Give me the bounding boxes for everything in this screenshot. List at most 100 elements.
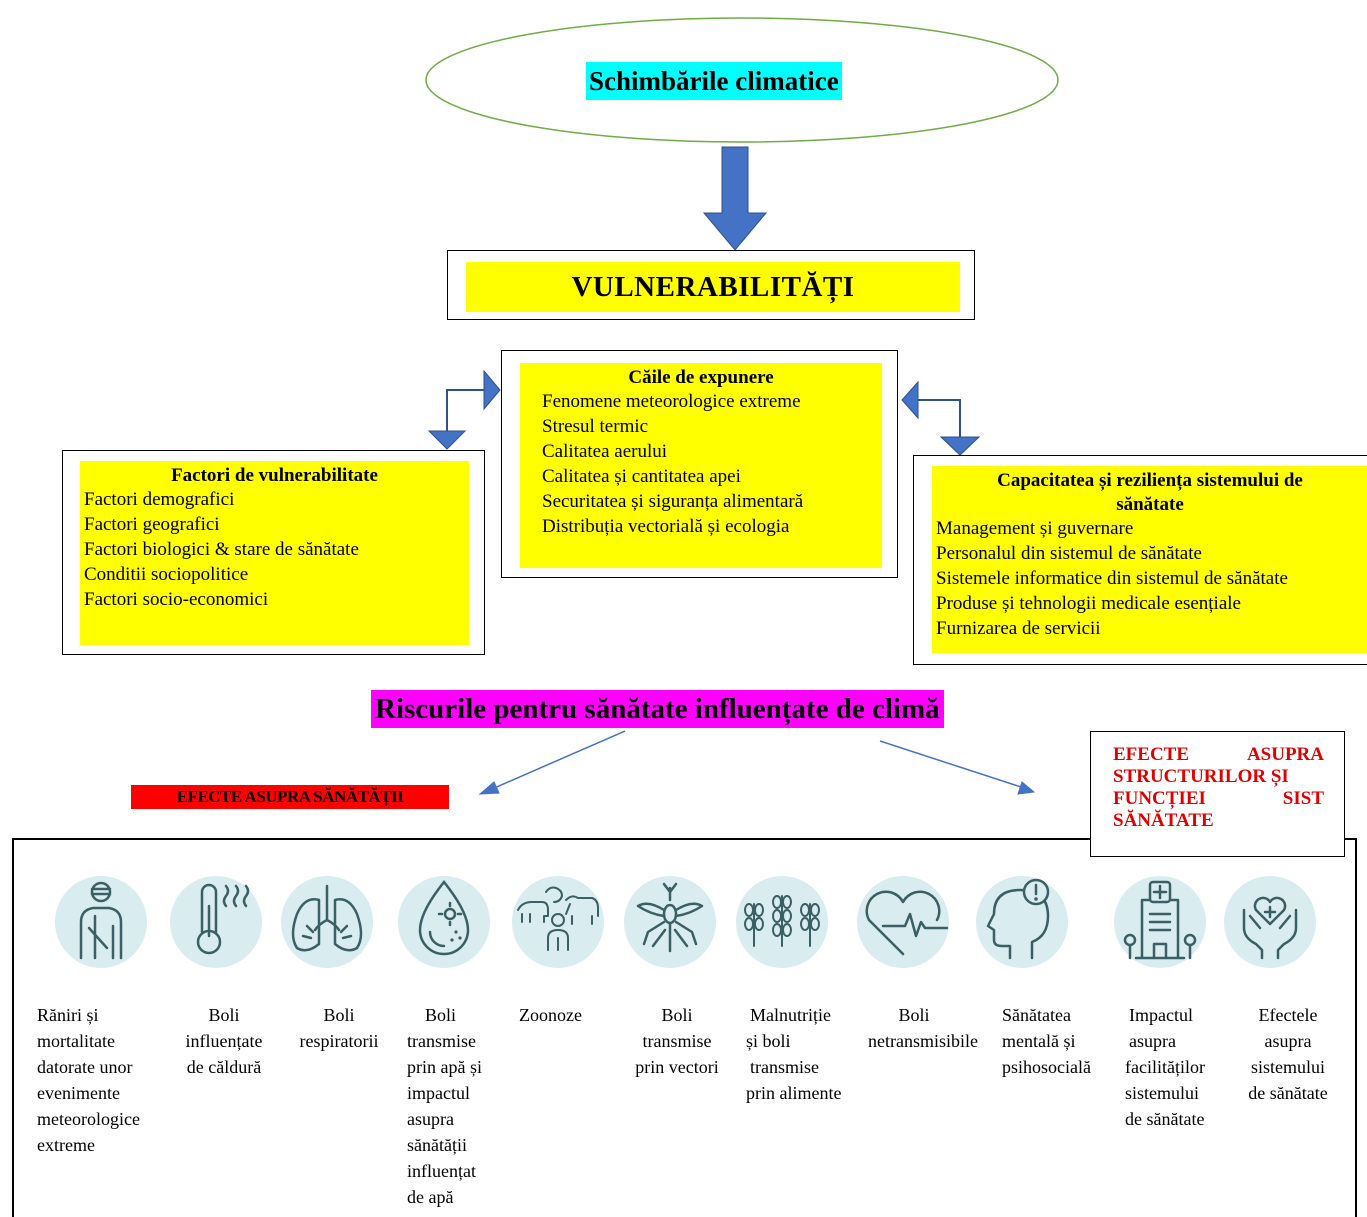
- label-line: transmise: [407, 1031, 476, 1051]
- structure-effects-line1b: ASUPRA: [1246, 744, 1324, 765]
- effect-label-facilities: Impactul asupra facilităților sistemului…: [1125, 1002, 1205, 1132]
- structure-effects-line1a: EFECTE: [1113, 744, 1190, 765]
- hospital-icon: [1110, 870, 1210, 970]
- climate-change-title: Schimbările climatice: [586, 62, 842, 100]
- structure-effects-line3b: SIST: [1282, 788, 1324, 809]
- factor-item: Conditii sociopolitice: [84, 564, 249, 585]
- animals-person-icon: [508, 870, 608, 970]
- health-effects-panel: [12, 838, 1357, 1217]
- exposure-item: Securitatea și siguranța alimentară: [542, 491, 804, 512]
- exposure-item: Distribuția vectorială și ecologia: [542, 516, 790, 537]
- mosquito-icon: [620, 870, 720, 970]
- effect-label-mental-health: Sănătatea mentală și psihosocială: [1002, 1002, 1091, 1080]
- label-line: sistemului: [1250, 1057, 1325, 1077]
- effect-label-heat: Boli influențate de căldură: [174, 1002, 274, 1080]
- climate-health-risks-title: Riscurile pentru sănătate influențate de…: [371, 690, 944, 728]
- structure-effects-box: EFECTE ASUPRA STRUCTURILOR ȘI FUNCȚIEI S…: [1090, 731, 1345, 857]
- label-line: Boli: [323, 1005, 355, 1025]
- vulnerabilities-title: VULNERABILITĂȚI: [466, 262, 960, 312]
- effect-label-vectors: Boli transmise prin vectori: [622, 1002, 732, 1080]
- exposure-item: Stresul termic: [542, 416, 649, 437]
- exposure-item: Calitatea și cantitatea apei: [542, 466, 741, 487]
- label-line: de apă: [407, 1187, 454, 1207]
- grain-icon: [732, 870, 832, 970]
- label-line: prin vectori: [635, 1057, 719, 1077]
- capacity-item: Management și guvernare: [936, 518, 1134, 539]
- label-line: Boli: [661, 1005, 693, 1025]
- label-line: respiratorii: [299, 1031, 379, 1051]
- label-line: transmise: [642, 1031, 712, 1051]
- left-bent-arrow: [427, 369, 501, 450]
- head-alert-icon: [972, 870, 1072, 970]
- label-line: impactul: [407, 1083, 470, 1103]
- effect-label-system: Efectele asupra sistemului de sănătate: [1234, 1002, 1342, 1106]
- exposure-item: Fenomene meteorologice extreme: [542, 391, 801, 412]
- label-line: transmise: [750, 1057, 819, 1077]
- label-line: mortalitate: [37, 1031, 115, 1051]
- effect-label-respiratory: Boli respiratorii: [289, 1002, 389, 1054]
- label-line: sistemului: [1125, 1083, 1200, 1103]
- label-line: și boli: [746, 1031, 791, 1051]
- effect-label-malnutrition: Malnutriție și boli transmise prin alime…: [746, 1002, 841, 1106]
- hands-heart-icon: [1220, 870, 1320, 970]
- factors-title: Factori de vulnerabilitate: [171, 465, 378, 486]
- capacity-item: Sistemele informatice din sistemul de să…: [936, 568, 1288, 589]
- down-arrow: [702, 146, 768, 251]
- factor-item: Factori demografici: [84, 489, 235, 510]
- effect-label-noncommunicable: Boli netransmisibile: [858, 1002, 988, 1054]
- health-system-capacity-box: Capacitatea și reziliența sistemului de …: [913, 455, 1367, 665]
- capacity-item: Personalul din sistemul de sănătate: [936, 543, 1202, 564]
- label-line: mentală și: [1002, 1031, 1076, 1051]
- effect-label-injuries: Răniri și mortalitate datorate unor even…: [37, 1002, 140, 1158]
- factor-item: Factori biologici & stare de sănătate: [84, 539, 359, 560]
- label-line: prin apă și: [407, 1057, 482, 1077]
- exposure-title: Căile de expunere: [628, 367, 774, 388]
- structure-effects-line2: STRUCTURILOR ȘI: [1113, 766, 1289, 787]
- exposure-item: Calitatea aerului: [542, 441, 668, 462]
- capacity-title-line2: sănătate: [1116, 494, 1184, 515]
- lungs-icon: [277, 870, 377, 970]
- structure-effects-line3a: FUNCȚIEI: [1113, 788, 1206, 809]
- label-line: Malnutriție: [750, 1005, 831, 1025]
- label-line: evenimente: [37, 1083, 120, 1103]
- label-line: facilităților: [1125, 1057, 1205, 1077]
- label-line: influențat: [407, 1161, 476, 1181]
- label-line: de căldură: [186, 1057, 262, 1077]
- label-line: Răniri și: [37, 1005, 99, 1025]
- label-line: Boli: [208, 1005, 240, 1025]
- label-line: Boli: [898, 1005, 930, 1025]
- thermometer-heat-icon: [166, 870, 266, 970]
- factor-item: Factori geografici: [84, 514, 220, 535]
- vulnerabilities-box: VULNERABILITĂȚI: [447, 250, 975, 320]
- heart-pulse-icon: [853, 870, 953, 970]
- health-effects-label: EFECTE ASUPRA SĂNĂTĂȚII: [131, 785, 449, 809]
- water-drop-icon: [394, 870, 494, 970]
- label-line: prin alimente: [746, 1083, 842, 1103]
- label-line: extreme: [37, 1135, 95, 1155]
- label-line: psihosocială: [1002, 1057, 1091, 1077]
- arrow-to-health-effects: [478, 730, 626, 795]
- label-line: meteorologice: [37, 1109, 140, 1129]
- label-line: asupra: [1264, 1031, 1312, 1051]
- label-line: Boli: [425, 1005, 457, 1025]
- arrow-to-structure-effects: [879, 740, 1036, 795]
- injured-person-icon: [51, 870, 151, 970]
- label-line: influențate: [185, 1031, 263, 1051]
- exposure-box: Căile de expunere Fenomene meteorologice…: [501, 350, 898, 578]
- vulnerability-factors-box: Factori de vulnerabilitate Factori demog…: [62, 450, 485, 655]
- effect-label-zoonoses: Zoonoze: [519, 1002, 582, 1028]
- label-line: Impactul: [1129, 1005, 1193, 1025]
- right-bent-arrow: [901, 380, 981, 456]
- label-line: asupra: [1129, 1031, 1176, 1051]
- label-line: asupra: [407, 1109, 454, 1129]
- label-line: Zoonoze: [519, 1005, 582, 1025]
- capacity-title-line1: Capacitatea și reziliența sistemului de: [997, 470, 1303, 491]
- label-line: sănătății: [407, 1135, 467, 1155]
- label-line: Efectele: [1258, 1005, 1318, 1025]
- label-line: de sănătate: [1248, 1083, 1328, 1103]
- capacity-item: Produse și tehnologii medicale esențiale: [936, 593, 1241, 614]
- capacity-item: Furnizarea de servicii: [936, 618, 1101, 639]
- label-line: de sănătate: [1125, 1109, 1205, 1129]
- label-line: datorate unor: [37, 1057, 133, 1077]
- effect-label-water: Boli transmise prin apă și impactul asup…: [407, 1002, 482, 1210]
